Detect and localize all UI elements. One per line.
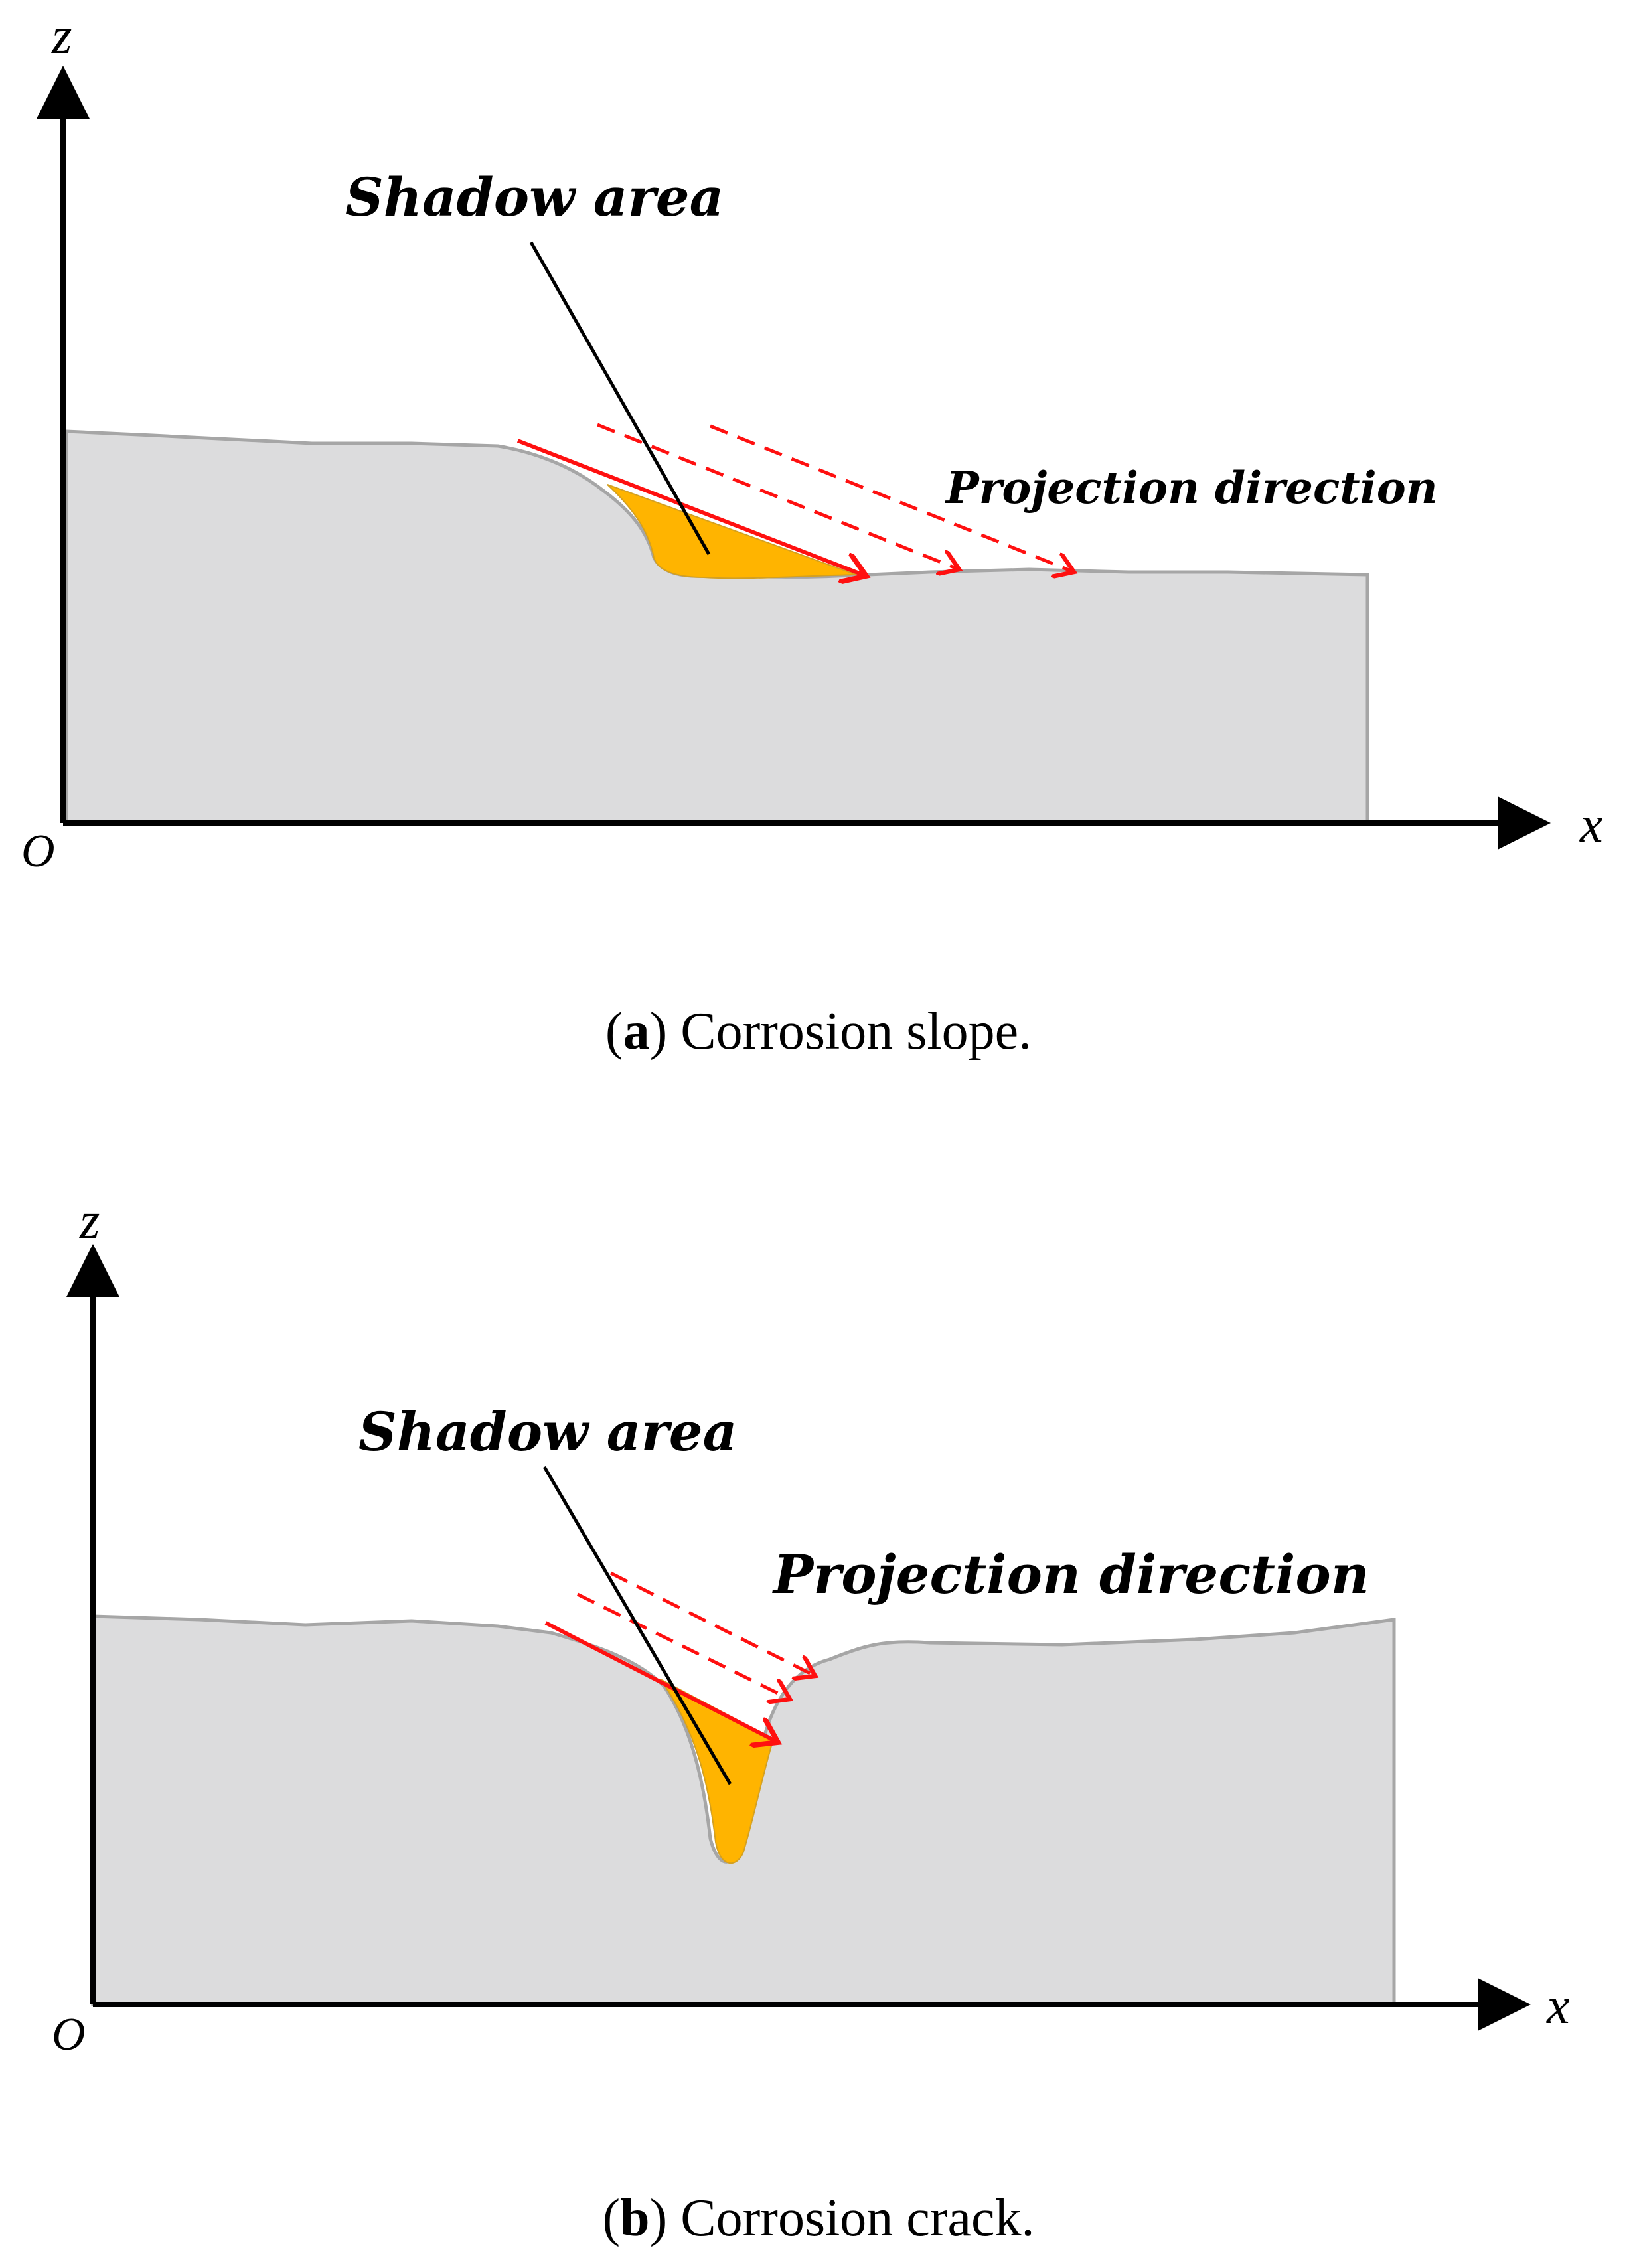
shadow-area-label-b: Shadow area: [358, 1400, 738, 1463]
z-axis-label-b: z: [79, 1191, 100, 1249]
caption-letter-b: b: [620, 2189, 650, 2247]
x-axis-label-a: x: [1579, 795, 1603, 853]
shadow-pointer-a: [529, 241, 711, 556]
projection-line-dashed-b2: [609, 1571, 815, 1676]
panel-a: Shadow area Projection direction z x O (…: [21, 7, 1603, 1061]
x-axis-label-b: x: [1546, 1977, 1570, 2034]
shadow-pointer-b: [542, 1466, 732, 1785]
origin-label-a: O: [21, 826, 55, 877]
projection-line-dashed-a1: [597, 423, 959, 569]
projection-line-solid-a: [516, 439, 866, 576]
caption-text-a: Corrosion slope.: [667, 1002, 1032, 1061]
projection-direction-label-b: Projection direction: [772, 1543, 1369, 1606]
caption-text-b: Corrosion crack.: [667, 2189, 1034, 2247]
origin-label-b: O: [52, 2009, 86, 2060]
panel-b: Shadow area Projection direction z x O (…: [52, 1191, 1570, 2247]
projection-line-dashed-a2: [710, 424, 1074, 572]
projection-line-solid-b: [544, 1621, 778, 1742]
projection-direction-label-a: Projection direction: [945, 462, 1438, 514]
caption-letter-a: a: [623, 1002, 650, 1061]
z-axis-label-a: z: [51, 7, 72, 64]
projection-line-dashed-b1: [576, 1592, 790, 1699]
caption-a: (a) Corrosion slope.: [605, 1002, 1032, 1061]
shadow-area-label-a: Shadow area: [345, 166, 724, 228]
caption-b: (b) Corrosion crack.: [603, 2189, 1035, 2247]
shadow-area-a: [607, 484, 857, 579]
